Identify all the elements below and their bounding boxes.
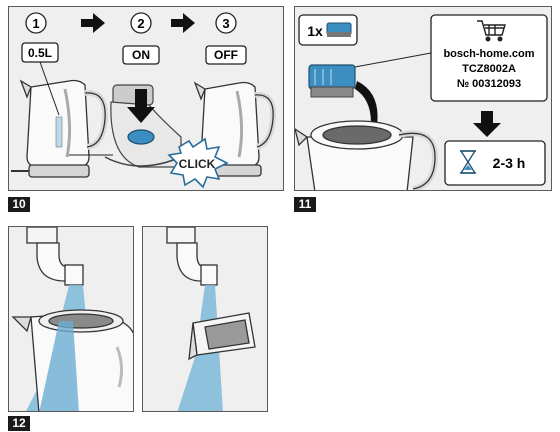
step-2-index: 2 <box>137 16 144 31</box>
water-level-window <box>55 116 63 148</box>
figure-10-panel: 1 2 3 0.5L ON OFF <box>8 6 284 191</box>
click-label: CLICK <box>179 157 216 171</box>
model-number: TCZ8002A <box>462 63 516 75</box>
arrow-down-icon <box>127 89 155 123</box>
filter-cartridge-icon <box>326 22 352 37</box>
figure-11-panel: 1x bosch-home.com TCZ8002A № 00312093 <box>294 6 552 191</box>
figure-10-illustration: 1 2 3 0.5L ON OFF <box>11 12 277 189</box>
hourglass-icon <box>459 150 477 174</box>
figure-11-number: 11 <box>294 197 316 212</box>
faucet-icon <box>166 227 218 286</box>
on-label: ON <box>132 48 150 62</box>
duration-label: 2-3 h <box>493 155 526 171</box>
figure-11-illustration: 1x bosch-home.com TCZ8002A № 00312093 <box>295 14 548 190</box>
arrow-right-icon <box>81 13 105 33</box>
on-label-box <box>122 45 160 65</box>
click-burst-icon <box>167 137 229 189</box>
step-1-circle <box>25 12 47 34</box>
arrow-right-icon <box>171 13 195 33</box>
switch-toggle-icon <box>127 129 155 145</box>
arrow-down-icon <box>473 111 501 137</box>
shopping-cart-icon <box>477 20 506 42</box>
kettle-top-icon <box>295 120 439 190</box>
leader-line <box>354 52 432 68</box>
off-label: OFF <box>214 48 238 62</box>
figure-12-number: 12 <box>8 416 30 431</box>
part-number: № 00312093 <box>457 78 521 90</box>
filter-mesh-icon <box>188 312 256 361</box>
shop-url: bosch-home.com <box>443 48 534 60</box>
switch-zoom-detail <box>69 84 182 168</box>
faucet-icon <box>26 227 84 286</box>
step-3-circle <box>215 12 237 34</box>
figure-12-kettle-rinse-illustration <box>11 227 133 411</box>
figure-12-filter-rinse-illustration <box>166 227 256 411</box>
shop-info-box <box>430 14 548 102</box>
figure-12-right-panel <box>142 226 268 412</box>
filter-cartridge-icon <box>308 64 356 98</box>
fill-level-label: 0.5L <box>28 46 52 60</box>
leader-line <box>39 61 60 116</box>
figure-12-left-panel <box>8 226 134 412</box>
water-stream <box>39 321 79 411</box>
step-2-circle <box>130 12 152 34</box>
step-3-index: 3 <box>222 16 229 31</box>
off-label-box <box>205 45 247 65</box>
quantity-label: 1x <box>307 23 323 39</box>
figure-10-number: 10 <box>8 197 30 212</box>
step-1-index: 1 <box>32 16 39 31</box>
